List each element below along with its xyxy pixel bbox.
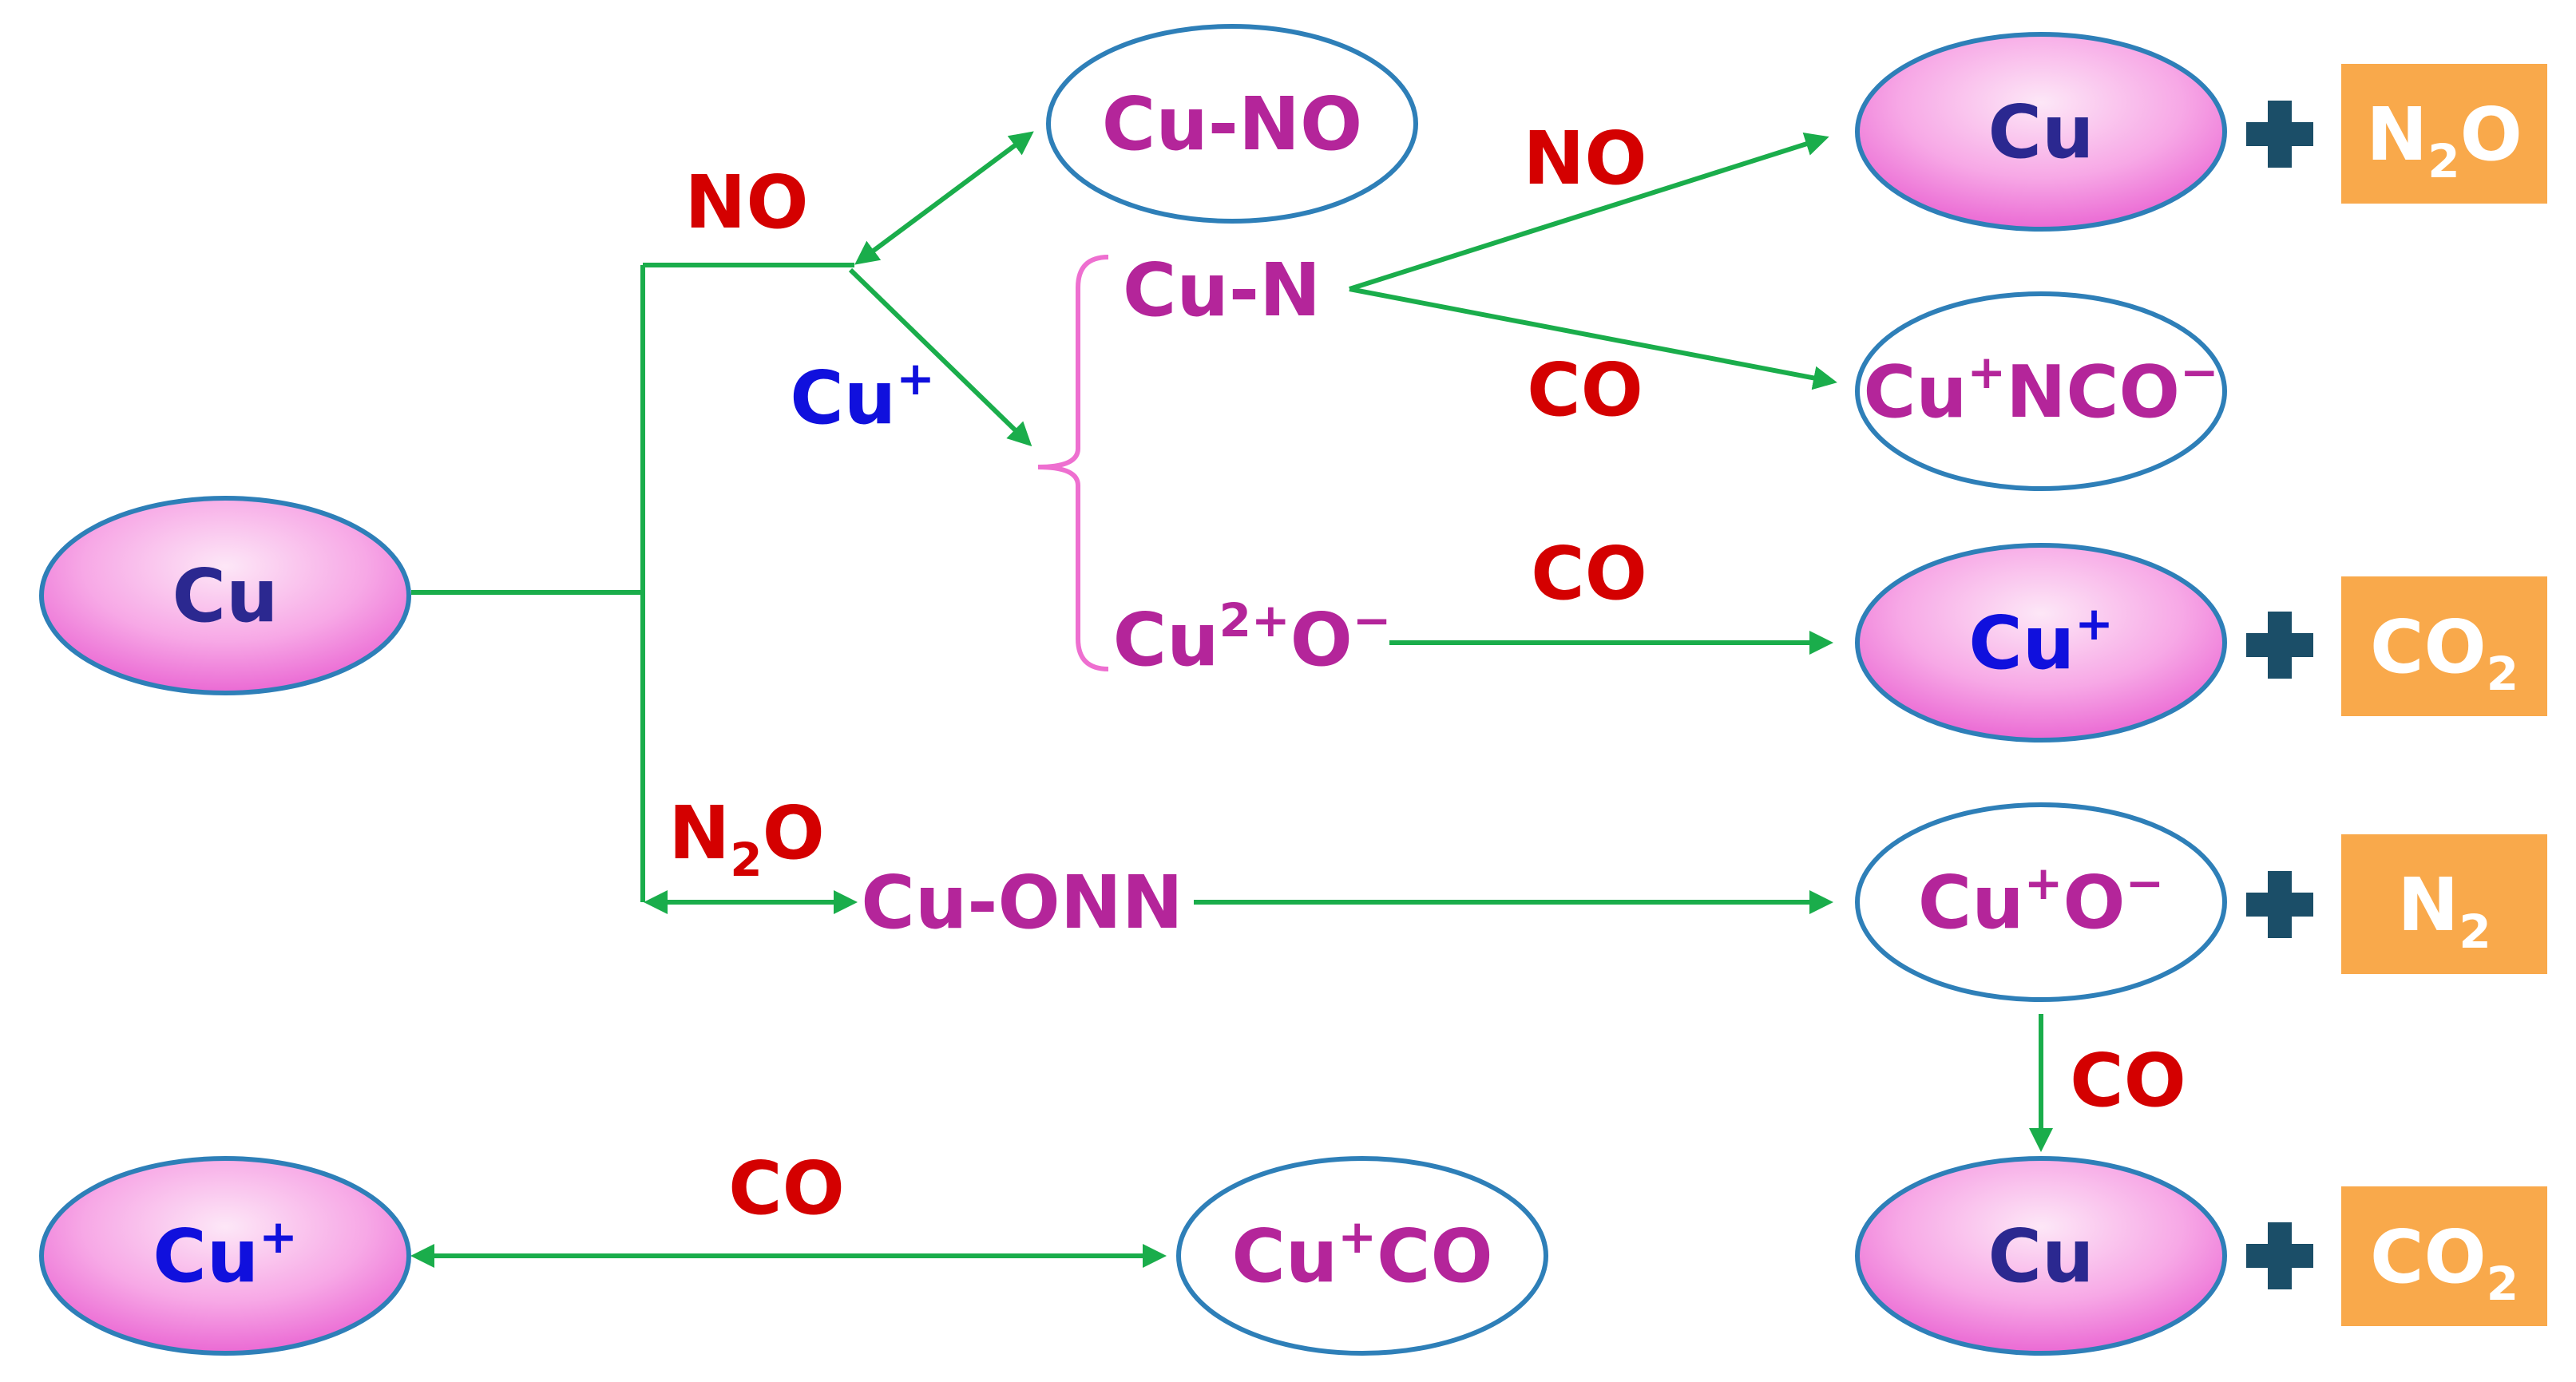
- node-cu-n-label: Cu-N: [1123, 247, 1321, 333]
- node-cu-plus-start-label: Cu+: [153, 1210, 298, 1299]
- nco-sup2: −: [2180, 345, 2219, 399]
- label-co-nco: CO: [1527, 347, 1643, 433]
- label-no-right: NO: [1523, 116, 1647, 201]
- cuco-base: Cu: [1231, 1214, 1338, 1299]
- arrow-cu-n-to-cu: [1349, 132, 1829, 291]
- nodes: Cu Cu-NO Cu-N Cu2+O− Cu-ONN Cu Cu+NCO− C…: [39, 24, 2227, 1356]
- product-n2o-label: N2O: [2366, 92, 2522, 188]
- label-n2o: N2O: [668, 790, 825, 887]
- node-cu2-o-label: Cu2+O−: [1113, 593, 1392, 683]
- node-cu-plus-start: [39, 1156, 411, 1356]
- node-cu-no-label: Cu-NO: [1102, 81, 1362, 167]
- plus-icon: [2246, 1222, 2313, 1289]
- species-bracket: [1037, 255, 1109, 671]
- cu2o-sup2: −: [1353, 593, 1392, 647]
- cu-plus-product-sup: +: [2075, 596, 2114, 651]
- node-cu-product-2-label: Cu: [1987, 1214, 2094, 1299]
- label-co-down: CO: [2070, 1038, 2186, 1123]
- nco-sup1: +: [1968, 345, 2007, 399]
- cuo-base: Cu: [1918, 860, 2024, 945]
- product-n2o-rest: O: [2460, 92, 2522, 177]
- plus-icon: [2246, 871, 2313, 938]
- label-n2o-base: N: [668, 790, 730, 876]
- node-cu-nco: [1855, 291, 2227, 491]
- node-cu-product-2: [1855, 1156, 2227, 1356]
- nco-mid: NCO: [2006, 350, 2180, 434]
- node-cu-plus-o: [1855, 802, 2227, 1002]
- cuo-sup2: −: [2126, 856, 2165, 910]
- label-no-left: NO: [684, 160, 808, 245]
- product-box-co2-b: [2341, 1186, 2547, 1326]
- plus-icon: [2246, 101, 2313, 168]
- node-cu-start: [39, 496, 411, 695]
- node-cu-no: [1046, 24, 1418, 224]
- product-boxes: N2O CO2 N2 CO2: [2341, 64, 2547, 1326]
- cu2o-mid: O: [1290, 597, 1353, 683]
- arrow-cu-n-to-nco: [1349, 287, 1837, 390]
- label-co-bottom: CO: [728, 1146, 845, 1231]
- node-cu-plus-co: [1176, 1156, 1548, 1356]
- node-cu-product-1-label: Cu: [1987, 89, 2094, 175]
- node-cu-product-1: [1855, 32, 2227, 232]
- product-co2-a-base: CO: [2370, 604, 2487, 690]
- product-co2-b-base: CO: [2370, 1214, 2487, 1300]
- plus-signs: [2246, 101, 2313, 1289]
- nco-base: Cu: [1863, 350, 1967, 434]
- cu-plus-start-sup: +: [259, 1210, 298, 1264]
- product-n2o-base: N: [2366, 92, 2427, 177]
- node-cu-plus-product: [1855, 543, 2227, 742]
- cuco-rest: CO: [1377, 1214, 1493, 1299]
- label-cu-plus-sup: +: [896, 351, 935, 406]
- product-box-n2o: [2341, 64, 2547, 204]
- cuco-sup: +: [1338, 1210, 1377, 1264]
- cuo-sup1: +: [2024, 856, 2063, 910]
- cu-plus-product-base: Cu: [1968, 600, 2075, 686]
- product-n2-sub: 2: [2459, 905, 2491, 959]
- cuo-mid: O: [2063, 860, 2125, 945]
- product-n2-base: N: [2397, 862, 2459, 948]
- cu2o-sup1: 2+: [1219, 593, 1290, 647]
- product-co2-b-label: CO2: [2370, 1214, 2519, 1311]
- label-cu-plus: Cu+: [790, 351, 935, 441]
- product-co2-b-sub: 2: [2487, 1257, 2519, 1311]
- node-cu-onn-label: Cu-ONN: [861, 860, 1183, 945]
- node-cu-plus-product-label: Cu+: [1968, 596, 2114, 686]
- label-co-o: CO: [1531, 531, 1647, 616]
- label-cu-plus-base: Cu: [790, 355, 896, 441]
- arrow-to-cu-no: [854, 131, 1034, 265]
- product-n2-label: N2: [2397, 862, 2491, 959]
- product-box-n2: [2341, 834, 2547, 974]
- cu-plus-start-base: Cu: [153, 1214, 259, 1299]
- label-n2o-sub: 2: [730, 833, 762, 887]
- node-cu-start-label: Cu: [172, 553, 278, 639]
- product-box-co2-a: [2341, 576, 2547, 716]
- plus-icon: [2246, 612, 2313, 679]
- edges: [410, 131, 2053, 1268]
- node-cu-plus-o-label: Cu+O−: [1918, 856, 2164, 945]
- product-co2-a-label: CO2: [2370, 604, 2519, 701]
- node-cu-nco-label: Cu+NCO−: [1863, 345, 2218, 434]
- product-n2o-sub: 2: [2427, 134, 2459, 188]
- product-co2-a-sub: 2: [2487, 647, 2519, 701]
- node-cu-plus-co-label: Cu+CO: [1231, 1210, 1492, 1299]
- arrow-to-bracket: [848, 267, 1032, 447]
- label-n2o-rest: O: [763, 790, 825, 876]
- edge-labels: NO Cu+ NO CO CO N2O CO CO: [668, 116, 2186, 1231]
- cu2o-base: Cu: [1113, 597, 1219, 683]
